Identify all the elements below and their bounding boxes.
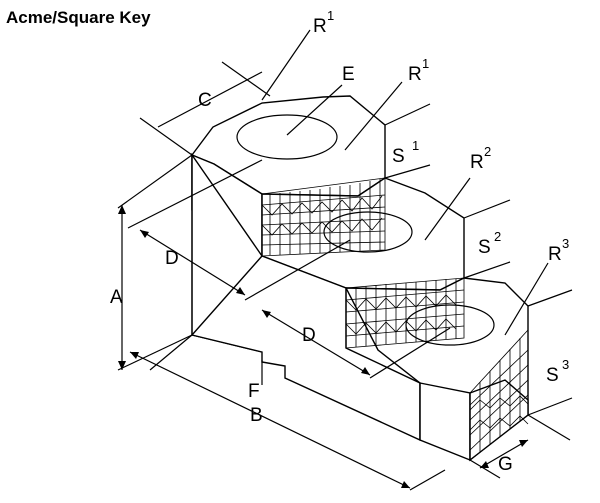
dimension-lines [117,29,573,491]
label-s3: S [546,365,559,386]
label-f: F [248,381,260,402]
jaw-outline [190,95,529,462]
diagram-title: Acme/Square Key [6,8,151,27]
hole-step-2 [323,211,413,253]
label-r1-top-sup: 1 [327,8,334,23]
label-r2-sup: 2 [484,144,491,159]
label-r3: R [548,244,562,265]
label-e: E [342,64,355,85]
labels: R 1 E R 1 C S 1 R 2 S 2 D R 3 A D S 3 F … [110,8,569,475]
label-s1: S [392,146,405,167]
label-c: C [198,90,212,111]
label-d-upper: D [165,248,179,269]
label-g: G [498,454,513,475]
label-r1-step-sup: 1 [422,56,429,71]
label-r1-step: R [408,64,422,85]
front-face-step-3 [419,382,471,462]
label-r2: R [470,152,484,173]
hole-step-3 [405,304,495,346]
label-s3-sup: 3 [562,357,569,372]
label-s1-sup: 1 [412,138,419,153]
label-r3-sup: 3 [562,236,569,251]
label-s2: S [478,237,491,258]
label-b: B [250,405,263,426]
label-s2-sup: 2 [494,229,501,244]
label-d-lower: D [302,325,316,346]
label-a: A [110,287,123,308]
label-r1-top: R [313,16,327,37]
hole-step-1 [236,114,338,160]
bolt-holes [236,114,495,346]
